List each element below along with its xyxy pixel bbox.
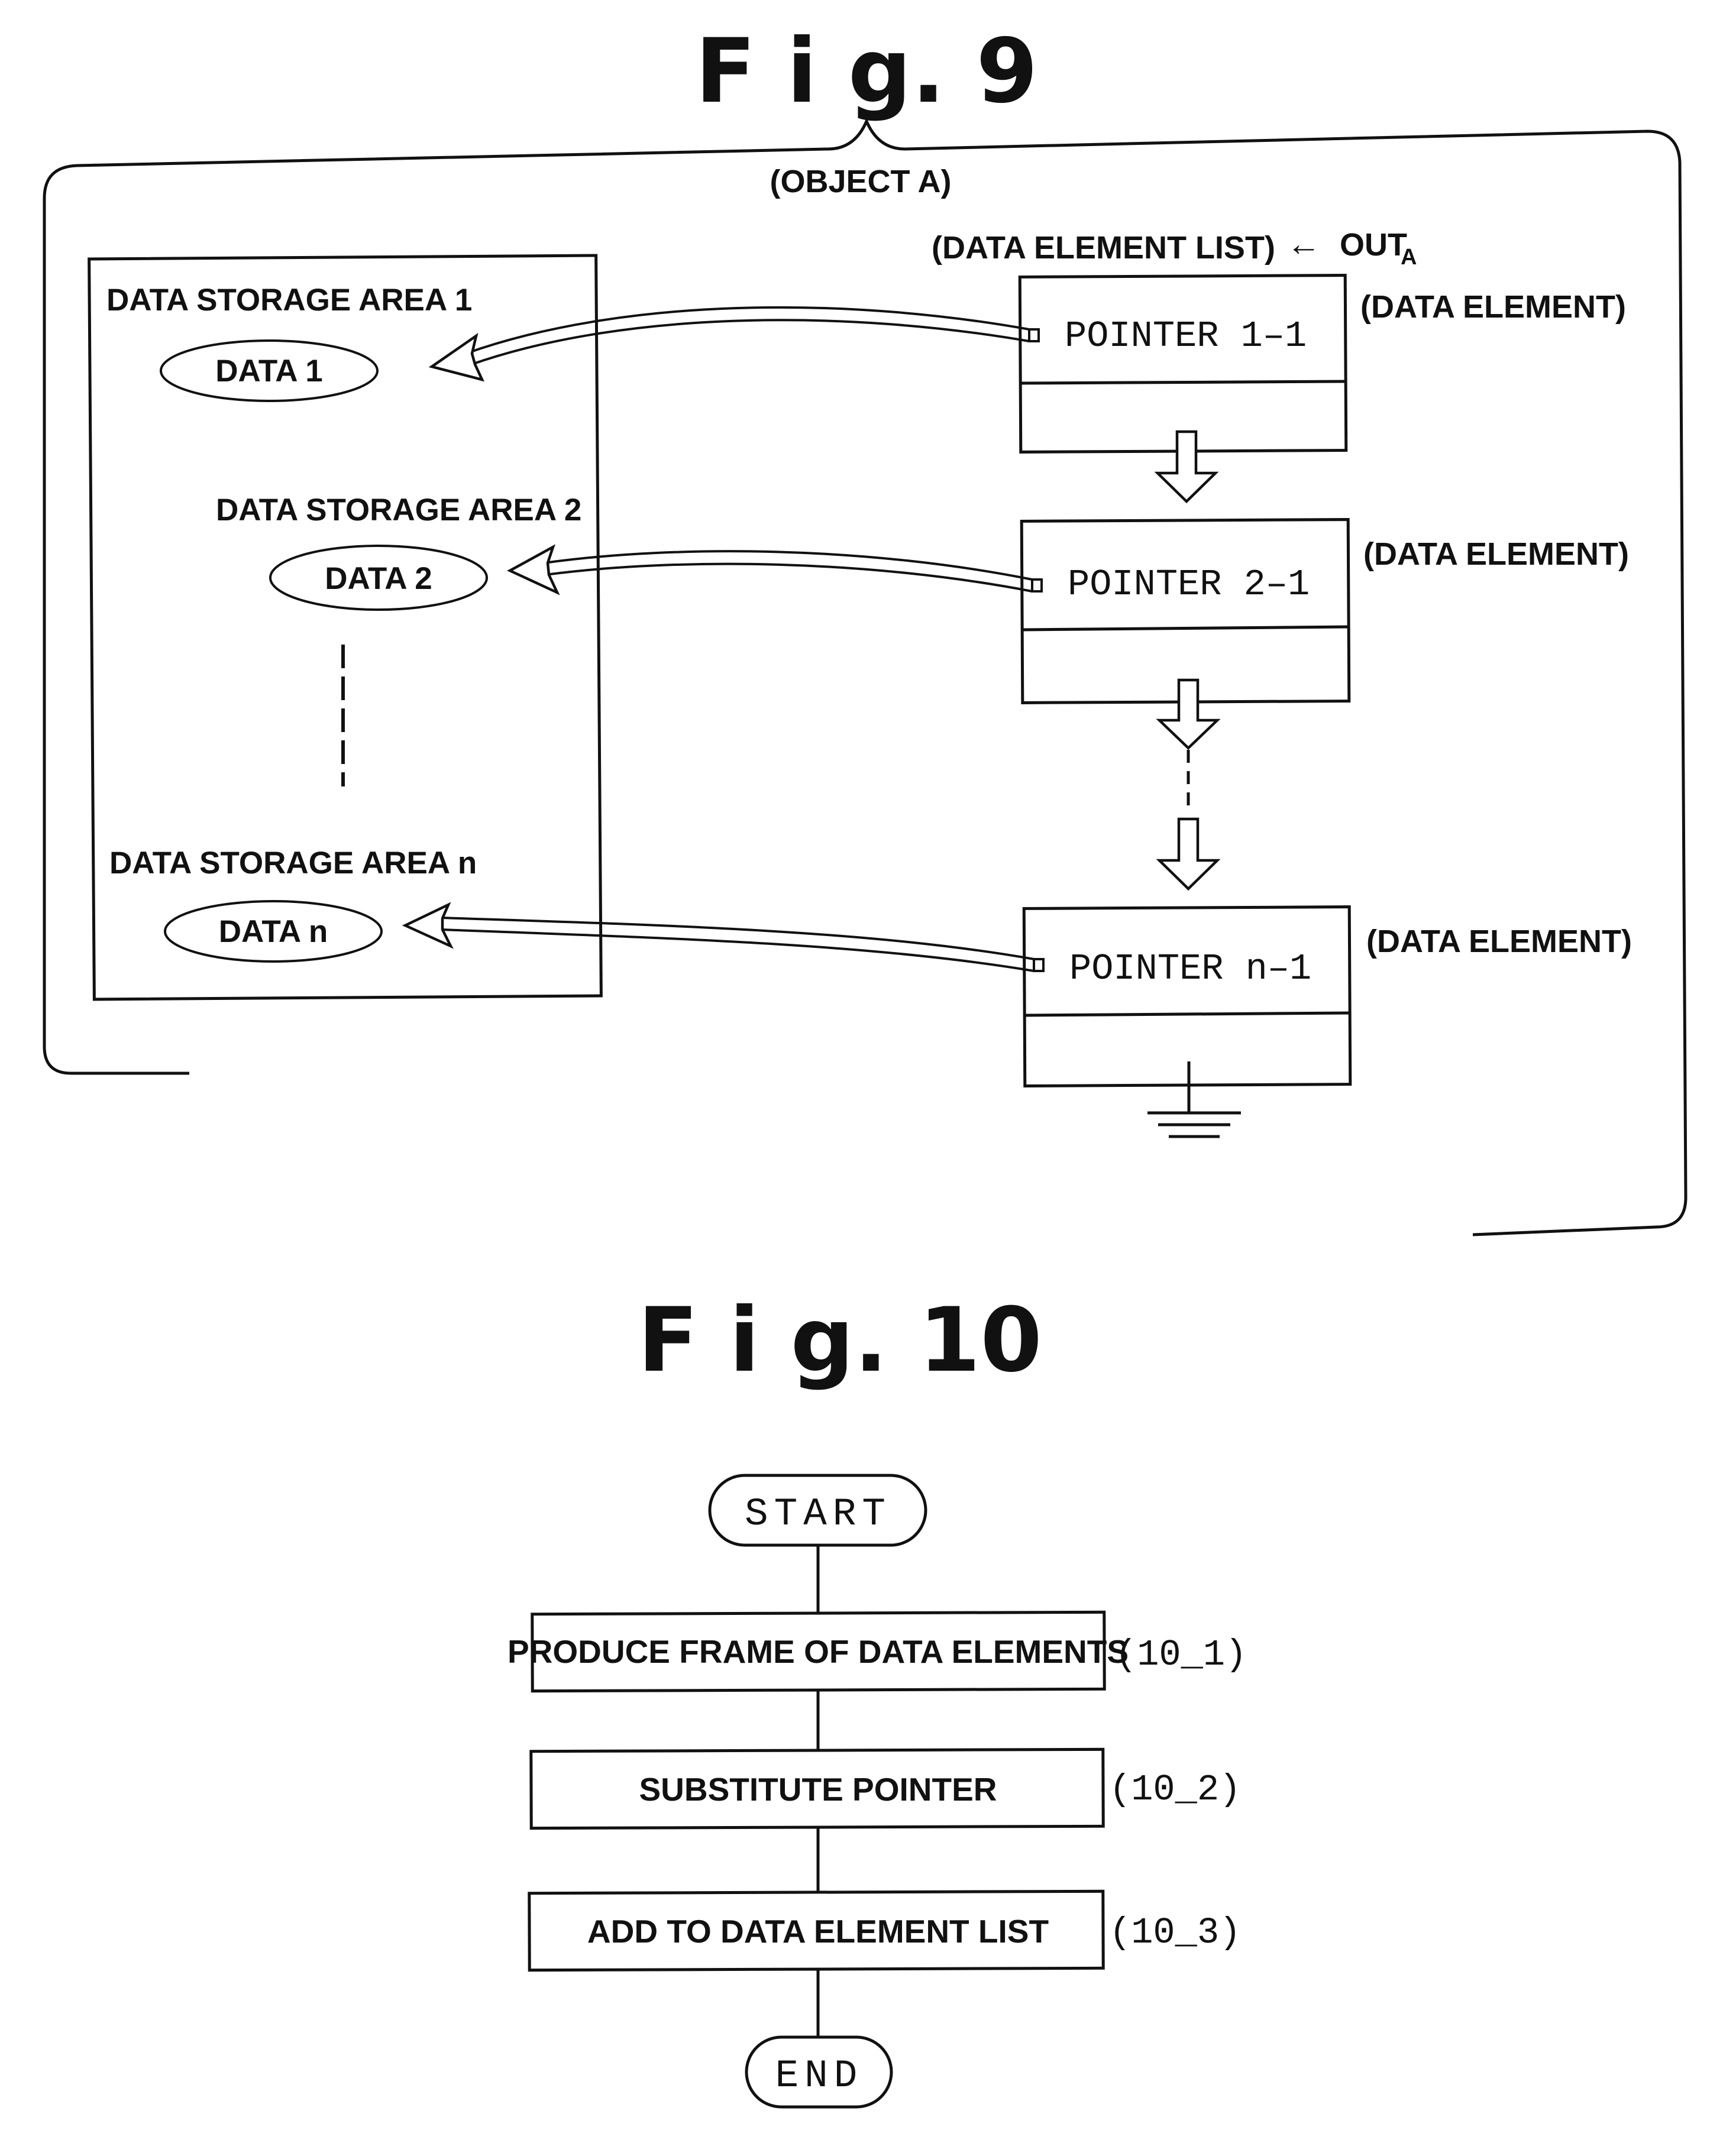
out-label: OUT [1340, 227, 1407, 263]
step-10-3-label: ADD TO DATA ELEMENT LIST [587, 1913, 1049, 1950]
storage-area-n-label: DATA STORAGE AREA n [109, 846, 477, 880]
step-10-2-label: SUBSTITUTE POINTER [639, 1771, 997, 1808]
pointer-2-label: POINTER 2–1 [1068, 564, 1310, 606]
start-label: START [745, 1492, 891, 1536]
step-10-1-label: PRODUCE FRAME OF DATA ELEMENTS [507, 1633, 1129, 1670]
step-10-1-ref: (10_1) [1115, 1634, 1247, 1676]
data-element-n [1024, 907, 1350, 1086]
data-element-1-tag: (DATA ELEMENT) [1360, 289, 1626, 325]
data-n-label: DATA n [219, 914, 328, 949]
object-a-label: (OBJECT A) [770, 164, 952, 199]
data-element-2 [1021, 520, 1349, 703]
out-subscript: A [1401, 245, 1417, 270]
next-arrow-dash-to-n [1159, 819, 1217, 889]
fig9-title: F i g. 9 [695, 20, 1037, 123]
data-2-label: DATA 2 [325, 561, 432, 596]
data-element-2-tag: (DATA ELEMENT) [1363, 536, 1629, 572]
storage-area-2-label: DATA STORAGE AREA 2 [216, 493, 581, 527]
fig10-title: F i g. 10 [638, 1289, 1042, 1392]
data-1-label: DATA 1 [215, 354, 323, 389]
data-element-1 [1020, 276, 1346, 452]
data-element-n-tag: (DATA ELEMENT) [1366, 924, 1632, 959]
data-element-list-label: (DATA ELEMENT LIST) [932, 230, 1275, 266]
step-10-3-ref: (10_3) [1109, 1912, 1241, 1954]
data-storage-container [89, 255, 602, 999]
end-label: END [775, 2054, 864, 2098]
pointer-n-label: POINTER n–1 [1069, 948, 1311, 990]
step-10-2-ref: (10_2) [1109, 1769, 1241, 1811]
out-arrow-glyph: ← [1286, 225, 1321, 263]
pointer-1-label: POINTER 1–1 [1065, 315, 1307, 357]
storage-area-1-label: DATA STORAGE AREA 1 [106, 283, 472, 318]
